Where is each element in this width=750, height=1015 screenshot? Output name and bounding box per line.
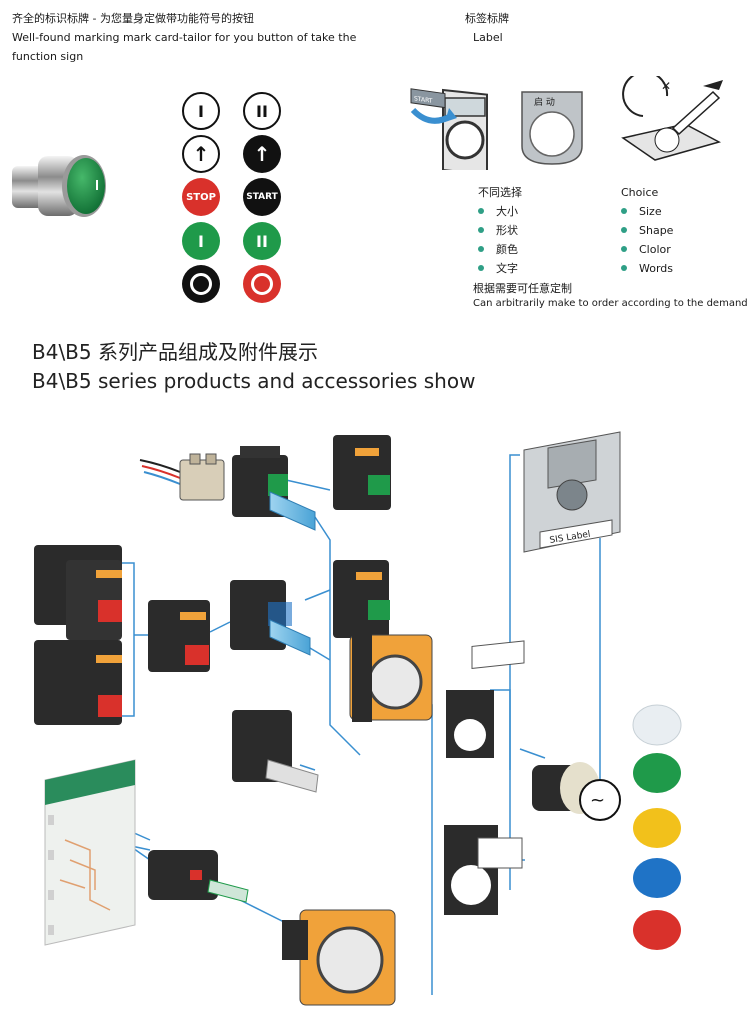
svg-text:~: ~ <box>590 790 605 811</box>
custom-note: 根据需要可任意定制 Can arbitrarily make to order … <box>473 281 748 311</box>
black-ring-symbol <box>182 265 220 303</box>
pilot-light-head: ~ <box>532 762 621 821</box>
contact-block-stack <box>34 545 122 725</box>
mounting-collar-lower <box>282 909 396 1006</box>
custom-note-en: Can arbitrarily make to order according … <box>473 298 748 309</box>
label-holder-large <box>444 825 523 915</box>
intro-text: 齐全的标识标牌 - 为您量身定做带功能符号的按钮 Well-found mark… <box>12 9 392 66</box>
label-title-cn: 标签标牌 <box>465 12 509 25</box>
push-button-image <box>12 155 106 217</box>
choice-cn-title: 不同选择 <box>478 186 522 199</box>
bullet-icon <box>478 227 484 233</box>
contact-block-middle <box>148 600 210 672</box>
label-holder-small <box>446 640 525 758</box>
series-title-cn: B4\B5 系列产品组成及附件展示 <box>32 340 318 364</box>
list-item: 大小 <box>478 202 522 221</box>
stop-symbol: STOP <box>182 178 220 216</box>
svg-text:✕: ✕ <box>661 79 671 93</box>
svg-text:START: START <box>414 95 433 105</box>
custom-note-cn: 根据需要可任意定制 <box>473 282 572 295</box>
choice-en-title: Choice <box>621 186 659 199</box>
up-arrow-black-icon: ↑ <box>243 135 281 173</box>
contact-block-top-right <box>333 435 391 510</box>
list-item: 形状 <box>478 221 522 240</box>
list-item: Words <box>621 259 673 278</box>
bullet-icon <box>478 208 484 214</box>
bullet-icon <box>621 246 627 252</box>
svg-text:启 动: 启 动 <box>534 96 555 108</box>
wire-connector <box>139 453 225 501</box>
list-item: Size <box>621 202 673 221</box>
intro-line-en-2: function sign <box>12 50 84 63</box>
label-insert-illustration: START <box>410 88 488 170</box>
symbol-double-bar-white: II <box>243 92 281 130</box>
choice-list-cn: 不同选择 大小 形状 颜色 文字 <box>478 183 522 278</box>
green-single-bar-symbol: I <box>182 222 220 260</box>
bullet-icon <box>478 246 484 252</box>
series-heading: B4\B5 系列产品组成及附件展示 B4\B5 series products … <box>32 338 475 396</box>
label-heading: 标签标牌 Label <box>465 9 509 47</box>
label-title-en: Label <box>473 31 503 44</box>
start-symbol: START <box>243 178 281 216</box>
pcb-contact-block <box>148 850 249 903</box>
contact-block-right-middle <box>333 560 390 638</box>
accessories-diagram: SIS Label ~ <box>34 431 682 1006</box>
bullet-icon <box>478 265 484 271</box>
bullet-icon <box>621 227 627 233</box>
list-item: 文字 <box>478 259 522 278</box>
bullet-icon <box>621 208 627 214</box>
contact-block-top <box>232 446 316 531</box>
label-cutting-illustration: ✕ <box>621 76 723 161</box>
lamp-block <box>232 710 319 793</box>
intro-line-en-1: Well-found marking mark card-tailor for … <box>12 31 357 44</box>
red-ring-symbol <box>243 265 281 303</box>
led-block <box>230 580 311 656</box>
green-double-bar-symbol: II <box>243 222 281 260</box>
bullet-icon <box>621 265 627 271</box>
colored-caps <box>632 704 682 950</box>
symbol-off-white: I <box>182 92 220 130</box>
intro-line-cn: 齐全的标识标牌 - 为您量身定做带功能符号的按钮 <box>12 12 254 25</box>
pcb-board <box>44 759 136 946</box>
list-item: 颜色 <box>478 240 522 259</box>
up-arrow-white-icon: ↑ <box>182 135 220 173</box>
list-item: Clolor <box>621 240 673 259</box>
list-item: Shape <box>621 221 673 240</box>
sis-label-card: SIS Label <box>523 431 621 553</box>
series-title-en: B4\B5 series products and accessories sh… <box>32 369 476 393</box>
mounting-collar-upper <box>349 632 433 722</box>
label-plate-illustration: 启 动 <box>521 91 583 165</box>
choice-list-en: Choice Size Shape Clolor Words <box>621 183 673 278</box>
